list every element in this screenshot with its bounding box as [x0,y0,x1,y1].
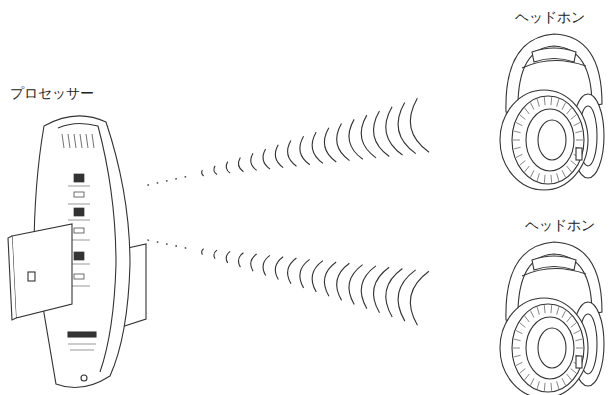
wave-arc [202,249,204,255]
wave-path [148,240,492,313]
wave-arc [214,166,217,175]
wave-arc [312,132,323,163]
wave-arc [300,136,310,165]
headphone-illustration [492,28,608,194]
wave-arc [300,259,310,288]
wave-arc [275,257,283,280]
wave-arc [238,253,243,267]
wave-arc [263,149,270,169]
wave-arc [337,124,350,161]
device-label: ヘッドホン [492,216,608,234]
device-label: ヘッドホン [492,8,608,26]
wave-arc [349,265,363,305]
wave-arc [410,98,429,152]
device-label: プロセッサー [6,84,152,102]
wave-arc [324,128,336,162]
headphone-figure: ヘッドホン [492,8,608,194]
wave-path [148,110,492,185]
wave-arc [398,102,416,153]
wave-arc [238,157,243,171]
wave-arc [263,255,270,275]
wave-arc [337,263,350,300]
wave-arc [275,145,283,168]
wave-arc [226,162,230,174]
wave-arc [349,119,363,159]
wave-arc [324,262,336,296]
wave-arc [410,271,429,325]
headphone-illustration [492,236,608,395]
radio-wave [148,98,492,185]
wave-arc [251,153,257,170]
wave-arc [214,250,217,259]
wave-arc [251,254,257,271]
wave-arc [288,141,297,167]
wave-arc [226,251,230,263]
wave-arc [202,170,204,176]
processor-figure: プロセッサー [6,84,152,390]
wave-arc [288,258,297,284]
wave-arc [398,270,416,321]
radio-wave [148,240,492,325]
wave-arc [312,261,323,292]
processor-illustration [6,104,152,390]
headphone-figure: ヘッドホン [492,216,608,392]
